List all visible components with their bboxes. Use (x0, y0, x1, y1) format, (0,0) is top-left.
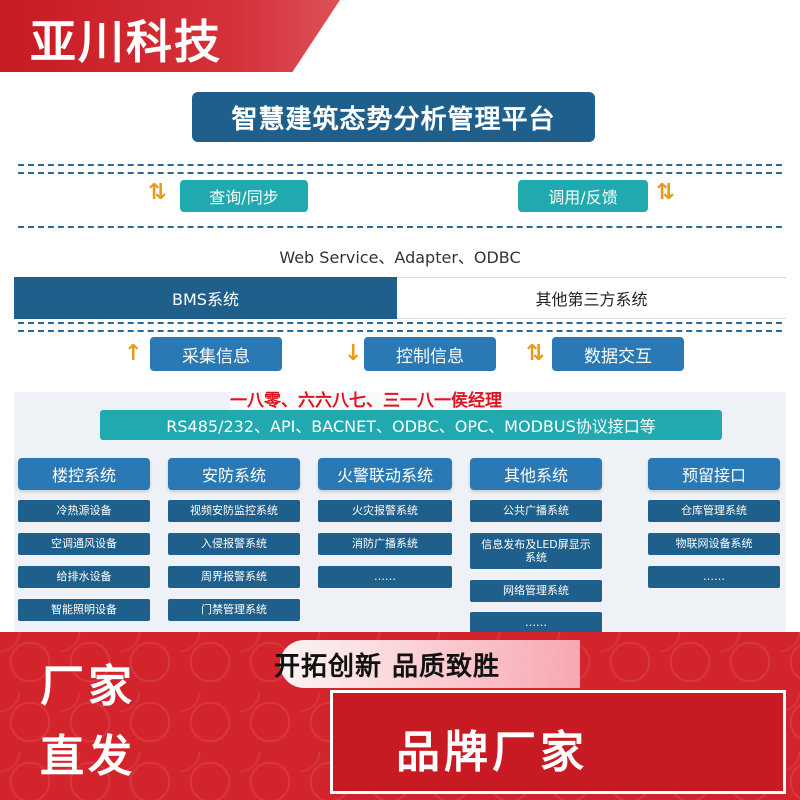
collect-info-button[interactable]: 采集信息 (150, 337, 282, 371)
list-item[interactable]: 信息发布及LED屏显示系统 (470, 533, 602, 569)
divider-line (18, 164, 782, 166)
list-item[interactable]: 门禁管理系统 (168, 599, 300, 621)
control-info-button[interactable]: 控制信息 (364, 337, 496, 371)
sync-arrows-icon: ⇅ (656, 180, 675, 205)
list-item[interactable]: 火灾报警系统 (318, 500, 452, 522)
column-header-security[interactable]: 安防系统 (168, 458, 300, 490)
slogan-background (280, 640, 580, 688)
sync-arrows-icon: ⇅ (148, 180, 167, 205)
column-header-other-systems[interactable]: 其他系统 (470, 458, 602, 490)
factory-text-line2: 直发 (40, 731, 136, 782)
list-item[interactable]: 视频安防监控系统 (168, 500, 300, 522)
divider-line (18, 330, 782, 332)
list-item[interactable]: 智能照明设备 (18, 599, 150, 621)
third-party-system-block[interactable]: 其他第三方系统 (397, 277, 786, 319)
list-item[interactable]: 网络管理系统 (470, 580, 602, 602)
brand-banner (0, 0, 340, 72)
bms-system-block[interactable]: BMS系统 (14, 277, 397, 319)
list-item[interactable]: …… (318, 566, 452, 588)
platform-title: 智慧建筑态势分析管理平台 (192, 92, 595, 142)
list-item[interactable]: 冷热源设备 (18, 500, 150, 522)
list-item[interactable]: 公共广播系统 (470, 500, 602, 522)
exchange-arrows-icon: ⇅ (526, 341, 545, 366)
contact-text: 一八零、六六八七、三一八一侯经理 (230, 386, 502, 411)
call-feedback-button[interactable]: 调用/反馈 (518, 180, 648, 212)
protocol-interface-bar: RS485/232、API、BACNET、ODBC、OPC、MODBUS协议接口… (100, 410, 722, 440)
brand-name: 亚川科技 (30, 15, 222, 69)
list-item[interactable]: …… (648, 566, 780, 588)
list-item[interactable]: 周界报警系统 (168, 566, 300, 588)
up-arrow-icon: ↑ (124, 341, 143, 366)
divider-line (18, 322, 782, 324)
column-header-reserved-interface[interactable]: 预留接口 (648, 458, 780, 490)
list-item[interactable]: 空调通风设备 (18, 533, 150, 555)
divider-line (18, 172, 782, 174)
brand-factory-frame (330, 690, 786, 794)
protocol-line: Web Service、Adapter、ODBC (279, 248, 521, 267)
brand-factory-text: 品牌厂家 (396, 727, 588, 778)
list-item[interactable]: …… (470, 612, 602, 634)
slogan-text: 开拓创新 品质致胜 (274, 652, 501, 682)
column-header-building-control[interactable]: 楼控系统 (18, 458, 150, 490)
column-header-fire-alarm[interactable]: 火警联动系统 (318, 458, 452, 490)
factory-text-line1: 厂家 (40, 661, 136, 712)
down-arrow-icon: ↓ (344, 341, 363, 366)
data-exchange-button[interactable]: 数据交互 (552, 337, 684, 371)
list-item[interactable]: 物联网设备系统 (648, 533, 780, 555)
list-item[interactable]: 仓库管理系统 (648, 500, 780, 522)
list-item[interactable]: 消防广播系统 (318, 533, 452, 555)
query-sync-button[interactable]: 查询/同步 (180, 180, 308, 212)
list-item[interactable]: 给排水设备 (18, 566, 150, 588)
divider-line (18, 226, 782, 228)
list-item[interactable]: 入侵报警系统 (168, 533, 300, 555)
